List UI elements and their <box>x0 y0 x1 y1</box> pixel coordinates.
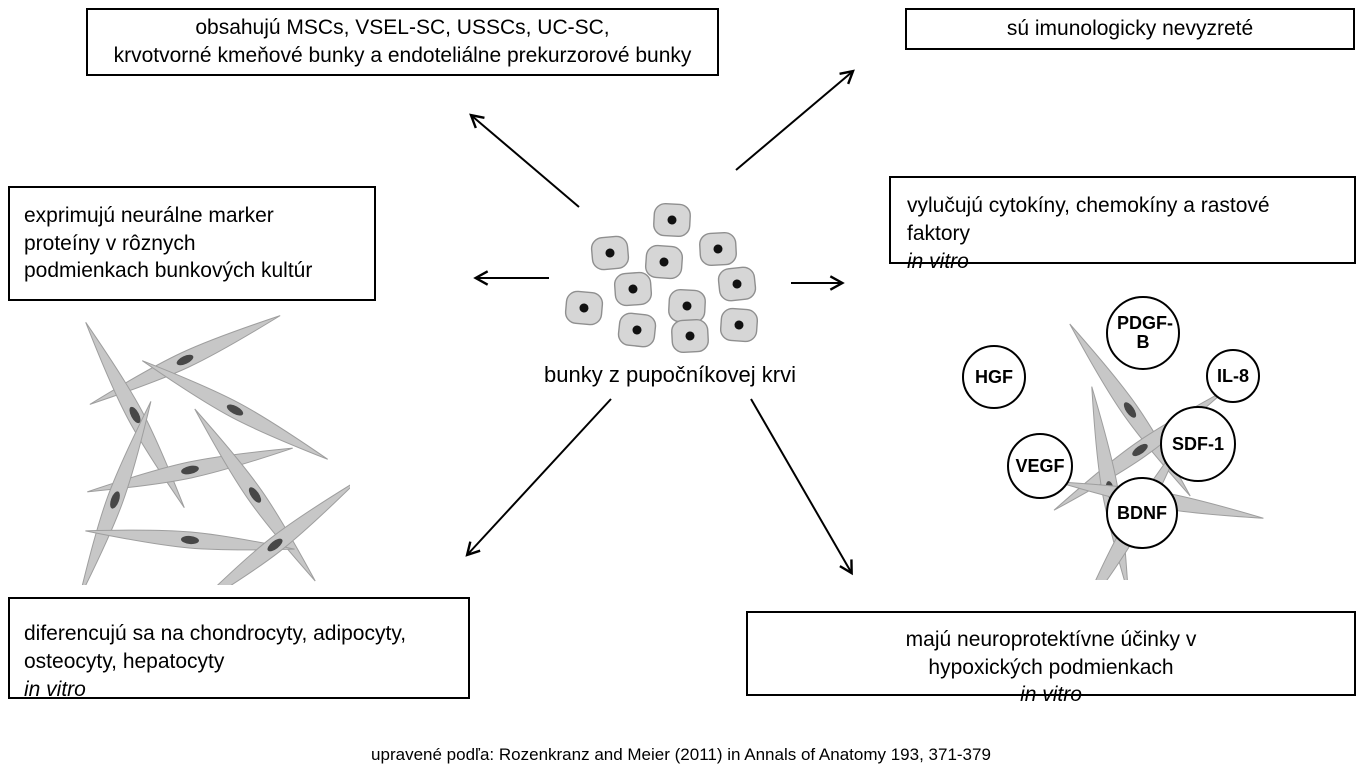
factor-circle-vegf: VEGF <box>1007 433 1073 499</box>
box-secretes-italic: in vitro <box>907 249 969 273</box>
box-neuroprotective-italic: in vitro <box>1020 683 1082 707</box>
box-differentiation-italic: in vitro <box>24 677 86 701</box>
factor-label-sdf-1: SDF-1 <box>1171 433 1224 454</box>
factor-circle-hgf: HGF <box>962 345 1026 409</box>
box-neuroprotective: majú neuroprotektívne účinky v hypoxický… <box>746 611 1356 706</box>
box-neural-markers: exprimujú neurálne marker proteíny v rôz… <box>8 186 376 301</box>
box-secretes-text: vylučujú cytokíny, chemokíny a rastové f… <box>907 194 1270 245</box>
box-neural-markers-text: exprimujú neurálne marker proteíny v rôz… <box>24 203 313 283</box>
neural-culture-illustration <box>71 307 350 585</box>
box-contains-text: obsahujú MSCs, VSEL-SC, USSCs, UC-SC, kr… <box>113 16 692 67</box>
box-immature: sú imunologicky nevyzreté <box>905 8 1355 50</box>
factor-label-bdnf: BDNF <box>1117 502 1167 523</box>
box-immature-text: sú imunologicky nevyzreté <box>1006 17 1254 41</box>
factor-circle-il-8: IL-8 <box>1206 349 1260 403</box>
factor-label-il-8: IL-8 <box>1216 365 1249 386</box>
box-differentiation-text: diferencujú sa na chondrocyty, adipocyty… <box>24 622 407 673</box>
factor-circle-bdnf: BDNF <box>1106 477 1178 549</box>
factor-label-vegf: VEGF <box>1015 455 1065 476</box>
source-caption: upravené podľa: Rozenkranz and Meier (20… <box>371 745 991 764</box>
box-secretes: vylučujú cytokíny, chemokíny a rastové f… <box>889 176 1356 273</box>
factor-circle-pdgf-b: PDGF-B <box>1106 296 1180 370</box>
box-contains: obsahujú MSCs, VSEL-SC, USSCs, UC-SC, kr… <box>86 8 719 76</box>
box-differentiation: diferencujú sa na chondrocyty, adipocyty… <box>8 597 470 701</box>
cord-blood-cell-cluster-illustration <box>563 202 759 354</box>
factor-label-pdgf-b: PDGF-B <box>1117 313 1173 352</box>
center-label: bunky z pupočníkovej krvi <box>544 362 796 387</box>
factor-circle-sdf-1: SDF-1 <box>1160 406 1236 482</box>
box-neuroprotective-text: majú neuroprotektívne účinky v hypoxický… <box>905 627 1197 679</box>
factor-label-hgf: HGF <box>975 366 1013 387</box>
